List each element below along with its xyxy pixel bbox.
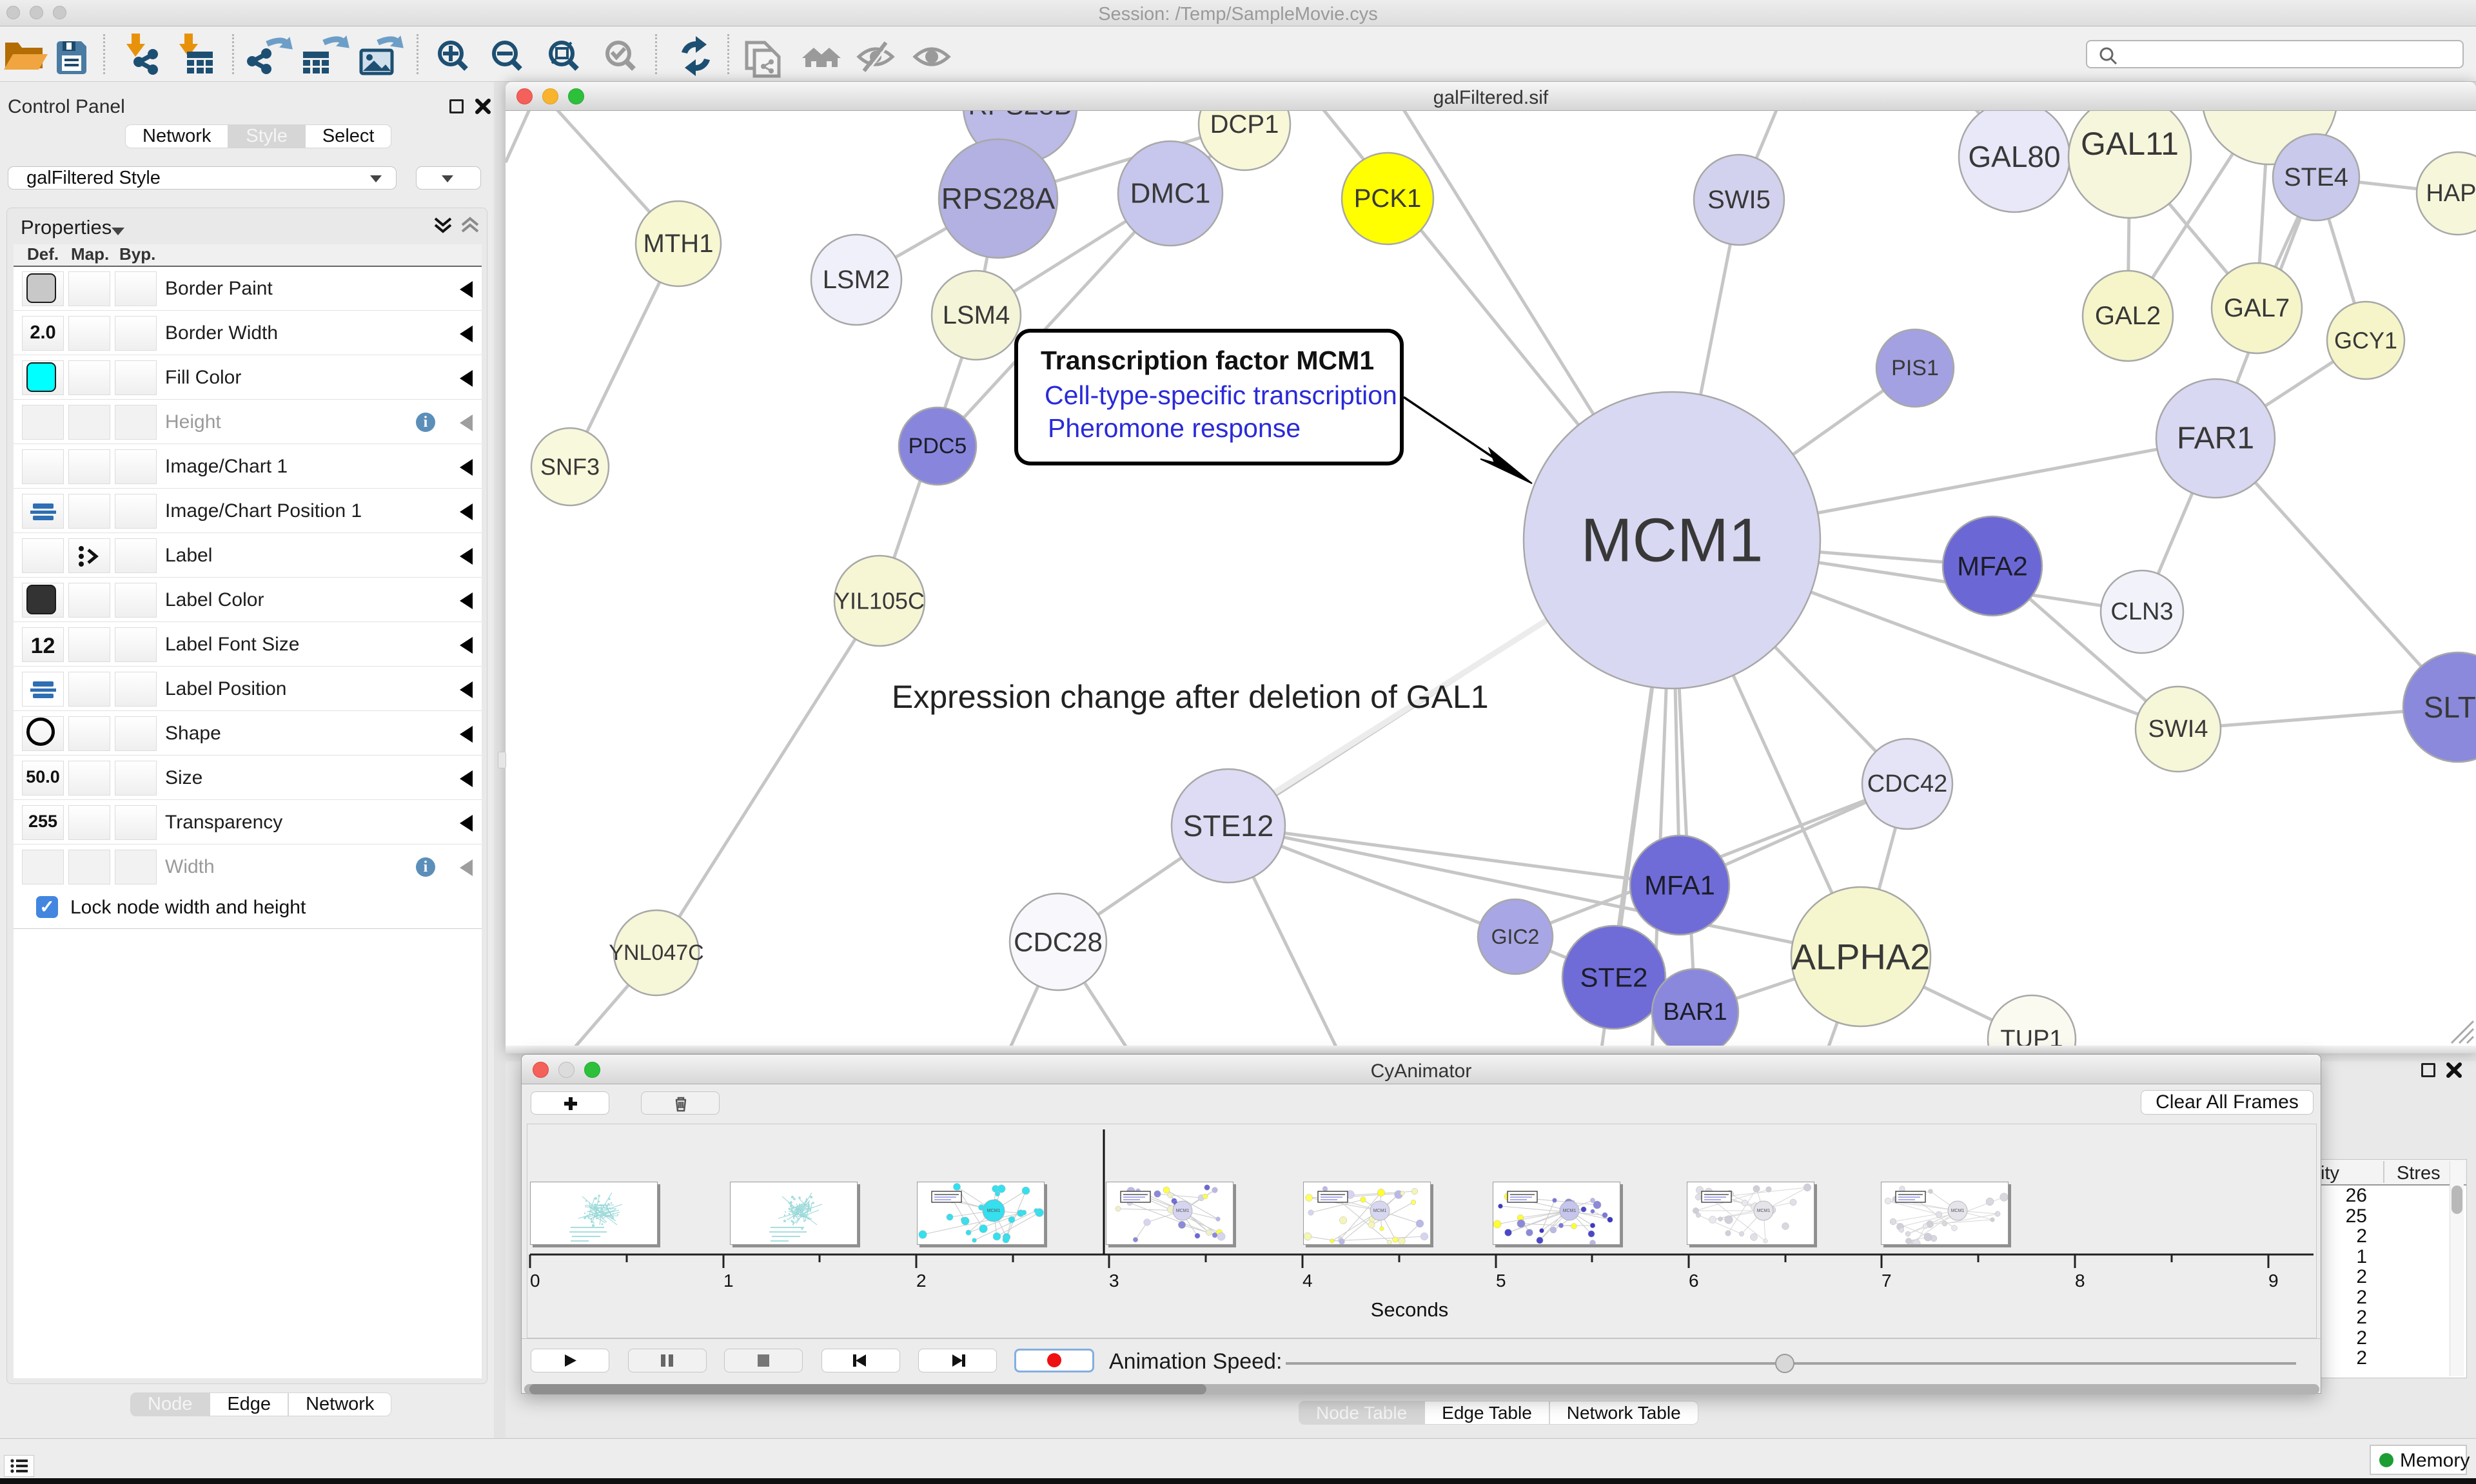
svg-text:SLT2: SLT2 — [2424, 690, 2476, 724]
svg-text:RPS28A: RPS28A — [941, 182, 1056, 215]
svg-text:MCM1: MCM1 — [1581, 506, 1764, 575]
svg-text:GAL7: GAL7 — [2224, 294, 2290, 322]
svg-text:Transcription factor MCM1: Transcription factor MCM1 — [1041, 346, 1374, 375]
svg-text:STE2: STE2 — [1580, 962, 1647, 993]
svg-text:YNL047C: YNL047C — [609, 941, 703, 965]
svg-text:MCM1: MCM1 — [1951, 1209, 1965, 1213]
svg-text:HAP2: HAP2 — [2426, 180, 2476, 207]
svg-text:MCM1: MCM1 — [1563, 1209, 1577, 1213]
svg-text:4: 4 — [1302, 1271, 1313, 1291]
svg-text:0: 0 — [530, 1271, 540, 1291]
svg-text:GIC2: GIC2 — [1491, 925, 1540, 948]
svg-text:Seconds: Seconds — [1371, 1298, 1449, 1321]
svg-text:FAR1: FAR1 — [2177, 422, 2254, 456]
svg-text:ALPHA2: ALPHA2 — [1792, 937, 1931, 977]
svg-text:GAL11: GAL11 — [2081, 126, 2179, 162]
svg-text:PDC5: PDC5 — [909, 434, 967, 458]
svg-text:CDC42: CDC42 — [1867, 770, 1948, 797]
svg-text:MCM1: MCM1 — [987, 1209, 1001, 1213]
svg-text:CLN3: CLN3 — [2110, 598, 2173, 625]
svg-text:MTH1: MTH1 — [644, 229, 714, 258]
svg-text:MFA2: MFA2 — [1957, 551, 2028, 581]
svg-text:GAL2: GAL2 — [2095, 302, 2161, 330]
svg-text:2: 2 — [916, 1271, 927, 1291]
svg-text:RPS28B: RPS28B — [968, 111, 1072, 121]
svg-text:DCP1: DCP1 — [1210, 111, 1279, 139]
svg-text:1: 1 — [723, 1271, 734, 1291]
svg-text:LSM2: LSM2 — [823, 266, 890, 294]
svg-text:SWI4: SWI4 — [2148, 716, 2208, 743]
svg-text:DMC1: DMC1 — [1130, 178, 1211, 210]
svg-text:LSM4: LSM4 — [943, 301, 1010, 329]
svg-text:6: 6 — [1689, 1271, 1699, 1291]
svg-text:Cell-type-specific transcripti: Cell-type-specific transcription — [1045, 380, 1397, 410]
svg-text:Expression change after deleti: Expression change after deletion of GAL1 — [892, 679, 1489, 715]
svg-text:MCM1: MCM1 — [1373, 1209, 1387, 1213]
svg-text:MCM1: MCM1 — [1176, 1209, 1190, 1213]
svg-text:CDC28: CDC28 — [1014, 927, 1103, 957]
svg-text:MFA1: MFA1 — [1644, 870, 1715, 901]
svg-text:Pheromone response: Pheromone response — [1048, 413, 1301, 443]
svg-text:PIS1: PIS1 — [1891, 356, 1939, 380]
svg-text:STE12: STE12 — [1183, 809, 1274, 843]
svg-text:PCK1: PCK1 — [1354, 184, 1422, 213]
svg-text:YIL105C: YIL105C — [834, 588, 925, 614]
svg-text:BAR1: BAR1 — [1663, 999, 1727, 1026]
svg-text:STE4: STE4 — [2284, 163, 2348, 191]
svg-text:TUP1: TUP1 — [2000, 1026, 2063, 1046]
svg-text:MCM1: MCM1 — [1757, 1209, 1771, 1213]
svg-text:7: 7 — [1882, 1271, 1892, 1291]
svg-text:SWI5: SWI5 — [1707, 186, 1771, 214]
svg-text:GCY1: GCY1 — [2334, 327, 2397, 354]
svg-text:5: 5 — [1496, 1271, 1506, 1291]
svg-text:3: 3 — [1109, 1271, 1119, 1291]
svg-text:GAL80: GAL80 — [1968, 140, 2060, 173]
svg-text:SNF3: SNF3 — [540, 454, 600, 480]
svg-text:8: 8 — [2075, 1271, 2085, 1291]
svg-text:9: 9 — [2268, 1271, 2279, 1291]
